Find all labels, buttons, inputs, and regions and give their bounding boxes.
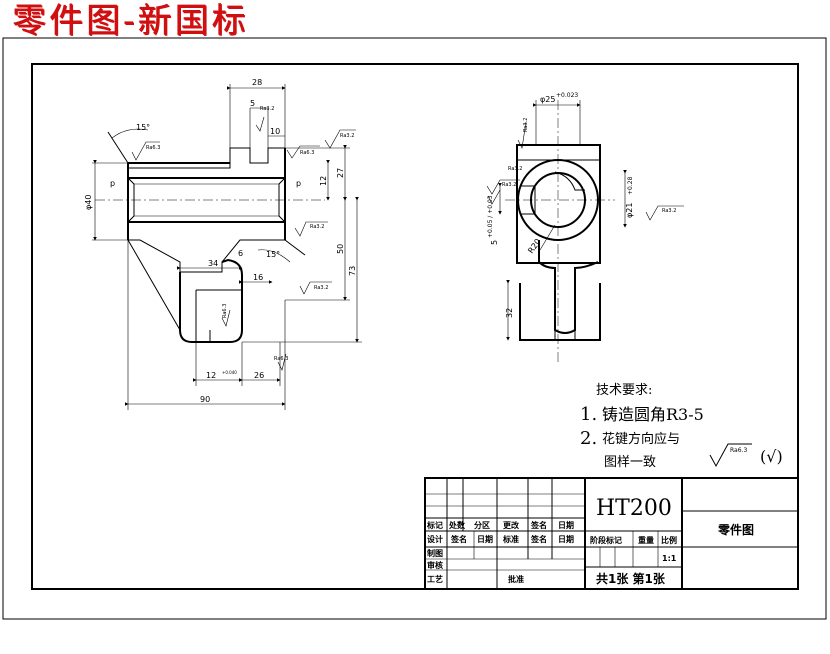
bottom-wall-section	[127, 221, 286, 273]
svg-text:比例: 比例	[661, 535, 677, 545]
dim-5-tol: 5	[250, 99, 255, 108]
req-1-text: 铸造圆角R3-5	[602, 405, 704, 424]
dim-50: 50	[336, 244, 345, 254]
technical-requirements: 技术要求: 1. 铸造圆角R3-5 2. 花键方向应与 图样一致 Ra6.3 (…	[580, 383, 783, 470]
slant-top	[107, 131, 129, 164]
keyway-lines	[195, 289, 242, 342]
svg-text:Ra6.3: Ra6.3	[146, 145, 160, 151]
side-dimensions: φ25 +0.023 φ21 +0.28 5 +0.05 / +0.03 R20…	[487, 92, 634, 341]
svg-text:Ra3.2: Ra3.2	[260, 106, 274, 112]
dim-90: 90	[200, 395, 210, 404]
front-roughness: Ra6.3 Ra3.2 Ra6.3 Ra3.2 Ra3.2 Ra3.2 Ra6.…	[131, 106, 356, 371]
dim-phi25: φ25	[540, 95, 555, 104]
lower-arm-outline	[179, 258, 243, 343]
drawing-name: 零件图	[717, 522, 754, 537]
dim-10: 10	[270, 127, 280, 136]
side-body	[516, 144, 601, 264]
dim-phi21-tol: +0.28	[627, 176, 634, 195]
dim-12: 12	[319, 176, 328, 186]
dim-27: 27	[336, 168, 345, 178]
dim-phi40: φ40	[84, 195, 93, 210]
svg-text:Ra3.2: Ra3.2	[502, 182, 516, 188]
inner-frame	[31, 63, 799, 590]
rough-note-symbol	[709, 443, 752, 468]
dim-15-top: 15°	[136, 123, 150, 132]
sheet-count: 共1张 第1张	[596, 571, 666, 586]
label-p-left: p	[110, 179, 115, 188]
dim-28: 28	[252, 78, 262, 87]
dim-r20: R20	[526, 237, 542, 255]
svg-text:签名: 签名	[530, 520, 547, 530]
dim-16: 16	[253, 273, 263, 282]
dim-32-side: 32	[505, 308, 514, 318]
dim-phi21: φ21	[625, 203, 634, 218]
svg-text:制图: 制图	[427, 548, 443, 558]
svg-text:Ra3.2: Ra3.2	[523, 118, 529, 132]
dim-5-tol: +0.05 / +0.03	[487, 195, 494, 238]
outer-frame	[2, 37, 827, 620]
page-title: 零件图-新国标	[12, 1, 249, 41]
requirements-heading: 技术要求:	[596, 383, 652, 398]
dim-15-mid: 15°	[266, 250, 280, 259]
side-lower-arm	[538, 240, 599, 334]
req-1-num: 1.	[580, 404, 597, 425]
label-p-right: p	[296, 179, 301, 188]
svg-text:重量: 重量	[638, 535, 654, 545]
svg-text:签名: 签名	[530, 534, 547, 544]
dim-12-bottom-tol: +0.040	[222, 370, 237, 375]
svg-text:1:1: 1:1	[662, 554, 677, 563]
side-base	[519, 283, 601, 341]
svg-text:阶段标记: 阶段标记	[590, 535, 622, 545]
svg-text:Ra3.2: Ra3.2	[662, 208, 676, 214]
hub-outline	[127, 148, 286, 240]
front-view: 28 5 10 15° φ40 27 12 50 73	[84, 78, 362, 410]
material-label: HT200	[596, 496, 672, 521]
side-view: φ25 +0.023 φ21 +0.28 5 +0.05 / +0.03 R20…	[486, 92, 684, 365]
svg-text:批准: 批准	[508, 574, 524, 584]
keyway-left	[520, 185, 536, 215]
svg-text:设计: 设计	[427, 534, 443, 544]
svg-text:工艺: 工艺	[427, 574, 443, 584]
front-dimensions: 28 5 10 15° φ40 27 12 50 73	[84, 78, 362, 410]
svg-text:标记: 标记	[426, 520, 443, 530]
dim-73: 73	[348, 266, 357, 276]
svg-text:处数: 处数	[448, 520, 466, 530]
svg-text:签名: 签名	[450, 534, 467, 544]
title-block: HT200 零件图 标记 处数 分区 更改 签名 日期 设计 签名 日期 标准 …	[424, 477, 799, 590]
slant-line	[127, 239, 181, 331]
req-2-text-a: 花键方向应与	[602, 431, 680, 447]
svg-text:日期: 日期	[477, 534, 493, 544]
svg-text:Ra3.2: Ra3.2	[508, 166, 522, 172]
dim-5: 5	[490, 240, 499, 245]
svg-text:Ra3.2: Ra3.2	[340, 133, 354, 139]
svg-text:Ra3.2: Ra3.2	[314, 285, 328, 291]
svg-text:标准: 标准	[502, 534, 519, 544]
svg-text:Ra3.2: Ra3.2	[310, 224, 324, 230]
svg-text:日期: 日期	[558, 534, 574, 544]
side-roughness: Ra3.2 Ra3.2 Ra3.2 Ra3.2	[486, 118, 684, 221]
req-2-text-b: 图样一致	[604, 455, 656, 470]
svg-text:Ra6.3: Ra6.3	[222, 304, 228, 318]
svg-text:Ra6.3: Ra6.3	[300, 150, 314, 156]
rough-note-ra: Ra6.3	[730, 447, 747, 454]
svg-text:更改: 更改	[503, 520, 520, 530]
dim-12-bottom: 12	[206, 371, 216, 380]
dim-6: 6	[238, 249, 243, 258]
slant-mid	[284, 239, 306, 256]
req-2-num: 2.	[580, 428, 597, 449]
spline-mark	[554, 171, 585, 191]
svg-text:审核: 审核	[427, 560, 443, 570]
svg-text:日期: 日期	[558, 520, 574, 530]
rough-note-mark: (√)	[760, 447, 783, 466]
dim-phi25-tol: +0.023	[556, 92, 578, 99]
dim-26: 26	[254, 371, 264, 380]
dim-34: 34	[208, 259, 218, 268]
svg-text:Ra6.3: Ra6.3	[274, 356, 288, 362]
svg-text:分区: 分区	[474, 520, 490, 530]
